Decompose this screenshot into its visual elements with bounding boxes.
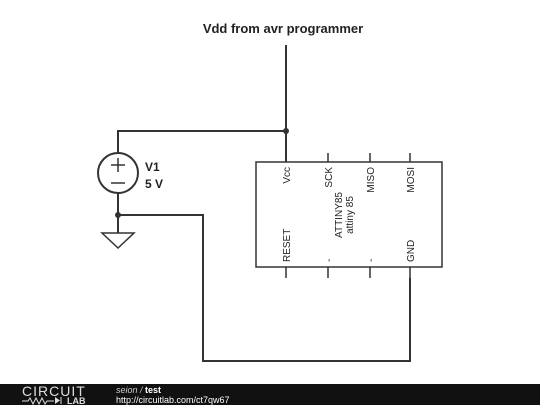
pin-label-vcc: Vcc: [282, 167, 293, 184]
source-name-label: V1: [145, 160, 160, 174]
pin-label-gnd: GND: [406, 240, 417, 262]
footer-url[interactable]: http://circuitlab.com/ct7qw67: [116, 395, 230, 405]
voltage-source-v1: [97, 152, 139, 194]
footer-separator: /: [137, 385, 146, 395]
source-value-label: 5 V: [145, 177, 163, 191]
pin-label-nc: -: [366, 259, 377, 262]
footer-bar: CIRCUIT LAB seion / test http://circuitl…: [0, 384, 540, 405]
logo-text: CIRCUIT: [22, 383, 86, 399]
circuitlab-logo[interactable]: CIRCUIT LAB: [22, 384, 102, 405]
pin-label-mosi: MOSI: [406, 167, 417, 193]
schematic: Vdd from avr programmer V1 5 V Vcc SCK M…: [97, 21, 443, 362]
ground-return-wire: [118, 214, 411, 362]
ground-icon: [100, 232, 136, 250]
chip-part-label: ATTINY85: [334, 192, 345, 238]
pin-label-reset: RESET: [282, 229, 293, 262]
junction-dot: [115, 212, 121, 218]
pin-label-sck: SCK: [324, 167, 335, 188]
footer-user[interactable]: seion: [116, 385, 138, 395]
footer-attribution: seion / test: [116, 385, 230, 395]
footer-project[interactable]: test: [145, 385, 162, 395]
pin-label-nc: -: [324, 259, 335, 262]
pin-label-miso: MISO: [366, 167, 377, 193]
chip-name-label: attiny 85: [345, 196, 356, 234]
chip-body: [255, 161, 443, 268]
footer-info: seion / test http://circuitlab.com/ct7qw…: [116, 385, 230, 405]
junction-dot: [283, 128, 289, 134]
voltage-source-symbol: [97, 152, 139, 194]
logo-lab-text: LAB: [67, 396, 86, 405]
logo-resistor-icon: LAB: [22, 396, 86, 405]
schematic-title: Vdd from avr programmer: [203, 21, 363, 36]
v1-positive-wire: [117, 130, 286, 153]
